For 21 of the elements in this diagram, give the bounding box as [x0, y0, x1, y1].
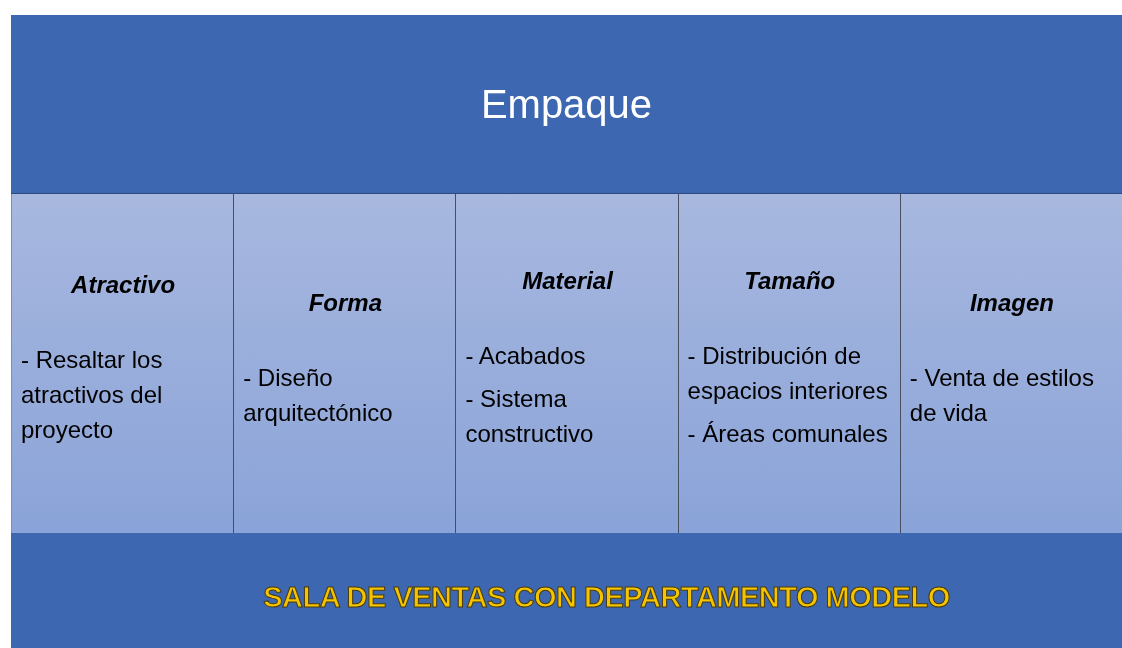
bullet-text: - Resaltar los atractivos del proyecto: [21, 345, 164, 445]
bullet-text: - Venta de estilos de vida: [909, 362, 1095, 428]
column-heading: Material: [521, 267, 615, 296]
category-column: [11, 194, 234, 533]
bullet-text: - Áreas comunales: [687, 418, 889, 449]
category-column: [677, 194, 900, 533]
category-column: [455, 194, 678, 533]
bullet-text: - Sistema constructivo: [465, 384, 595, 449]
bullet-text: - Distribución de espacios interiores: [687, 341, 889, 407]
category-column: [233, 194, 456, 533]
header-title: Empaque: [480, 81, 653, 127]
category-column: [899, 194, 1122, 533]
bullet-text: - Acabados: [465, 341, 587, 372]
column-heading: Tamaño: [743, 267, 837, 296]
footer-band: [11, 533, 1122, 648]
column-heading: Forma: [307, 288, 383, 317]
bullet-text: - Diseño arquitectónico: [243, 362, 394, 428]
column-heading: Imagen: [968, 288, 1055, 317]
header-band: [11, 15, 1122, 194]
footer-title: SALA DE VENTAS CON DEPARTAMENTO MODELO: [263, 581, 950, 614]
column-heading: Atractivo: [69, 271, 177, 300]
